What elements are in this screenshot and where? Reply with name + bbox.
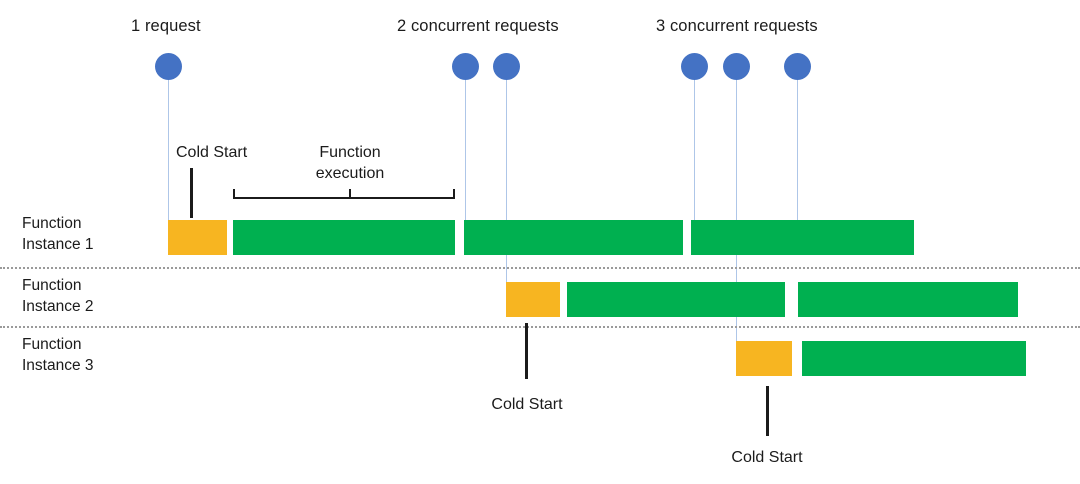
request-group-label-3: 3 concurrent requests bbox=[656, 17, 818, 35]
request-dot-3b[interactable] bbox=[723, 53, 750, 80]
instance-1-execution-bar-1[interactable] bbox=[233, 220, 455, 255]
request-dot-1[interactable] bbox=[155, 53, 182, 80]
cold-start-annotation-1: Cold Start bbox=[176, 144, 248, 161]
row-label-instance-2-line1: Function bbox=[22, 277, 82, 294]
function-execution-brace-stem bbox=[349, 189, 351, 197]
instance-1-cold-start-bar[interactable] bbox=[168, 220, 227, 255]
row-label-instance-1-line2: Instance 1 bbox=[22, 236, 94, 253]
request-group-label-2: 2 concurrent requests bbox=[397, 17, 559, 35]
request-dot-3a[interactable] bbox=[681, 53, 708, 80]
cold-start-pointer-1 bbox=[190, 168, 193, 218]
request-stem-2b bbox=[506, 66, 507, 284]
request-group-label-1: 1 request bbox=[131, 17, 201, 35]
row-label-instance-3-line2: Instance 3 bbox=[22, 357, 94, 374]
request-stem-3a bbox=[694, 66, 695, 222]
request-dot-3c[interactable] bbox=[784, 53, 811, 80]
row-divider-2 bbox=[0, 326, 1080, 328]
instance-1-execution-bar-2[interactable] bbox=[464, 220, 683, 255]
request-stem-1 bbox=[168, 66, 169, 222]
request-stem-3b bbox=[736, 66, 737, 344]
request-dot-2b[interactable] bbox=[493, 53, 520, 80]
function-execution-annotation-line2: execution bbox=[315, 165, 385, 182]
cold-start-annotation-3: Cold Start bbox=[731, 449, 803, 466]
function-execution-brace bbox=[233, 189, 455, 199]
cold-start-pointer-2 bbox=[525, 323, 528, 379]
instance-3-execution-bar-1[interactable] bbox=[802, 341, 1026, 376]
row-label-instance-3-line1: Function bbox=[22, 336, 82, 353]
row-divider-1 bbox=[0, 267, 1080, 269]
request-dot-2a[interactable] bbox=[452, 53, 479, 80]
cold-start-pointer-3 bbox=[766, 386, 769, 436]
cold-start-annotation-2: Cold Start bbox=[491, 396, 563, 413]
request-stem-3c bbox=[797, 66, 798, 222]
row-label-instance-2-line2: Instance 2 bbox=[22, 298, 94, 315]
instance-2-execution-bar-2[interactable] bbox=[798, 282, 1018, 317]
row-label-instance-1-line1: Function bbox=[22, 215, 82, 232]
function-execution-annotation-line1: Function bbox=[319, 144, 381, 161]
instance-1-execution-bar-3[interactable] bbox=[691, 220, 914, 255]
request-stem-2a bbox=[465, 66, 466, 222]
instance-3-cold-start-bar[interactable] bbox=[736, 341, 792, 376]
instance-2-execution-bar-1[interactable] bbox=[567, 282, 785, 317]
instance-2-cold-start-bar[interactable] bbox=[506, 282, 560, 317]
